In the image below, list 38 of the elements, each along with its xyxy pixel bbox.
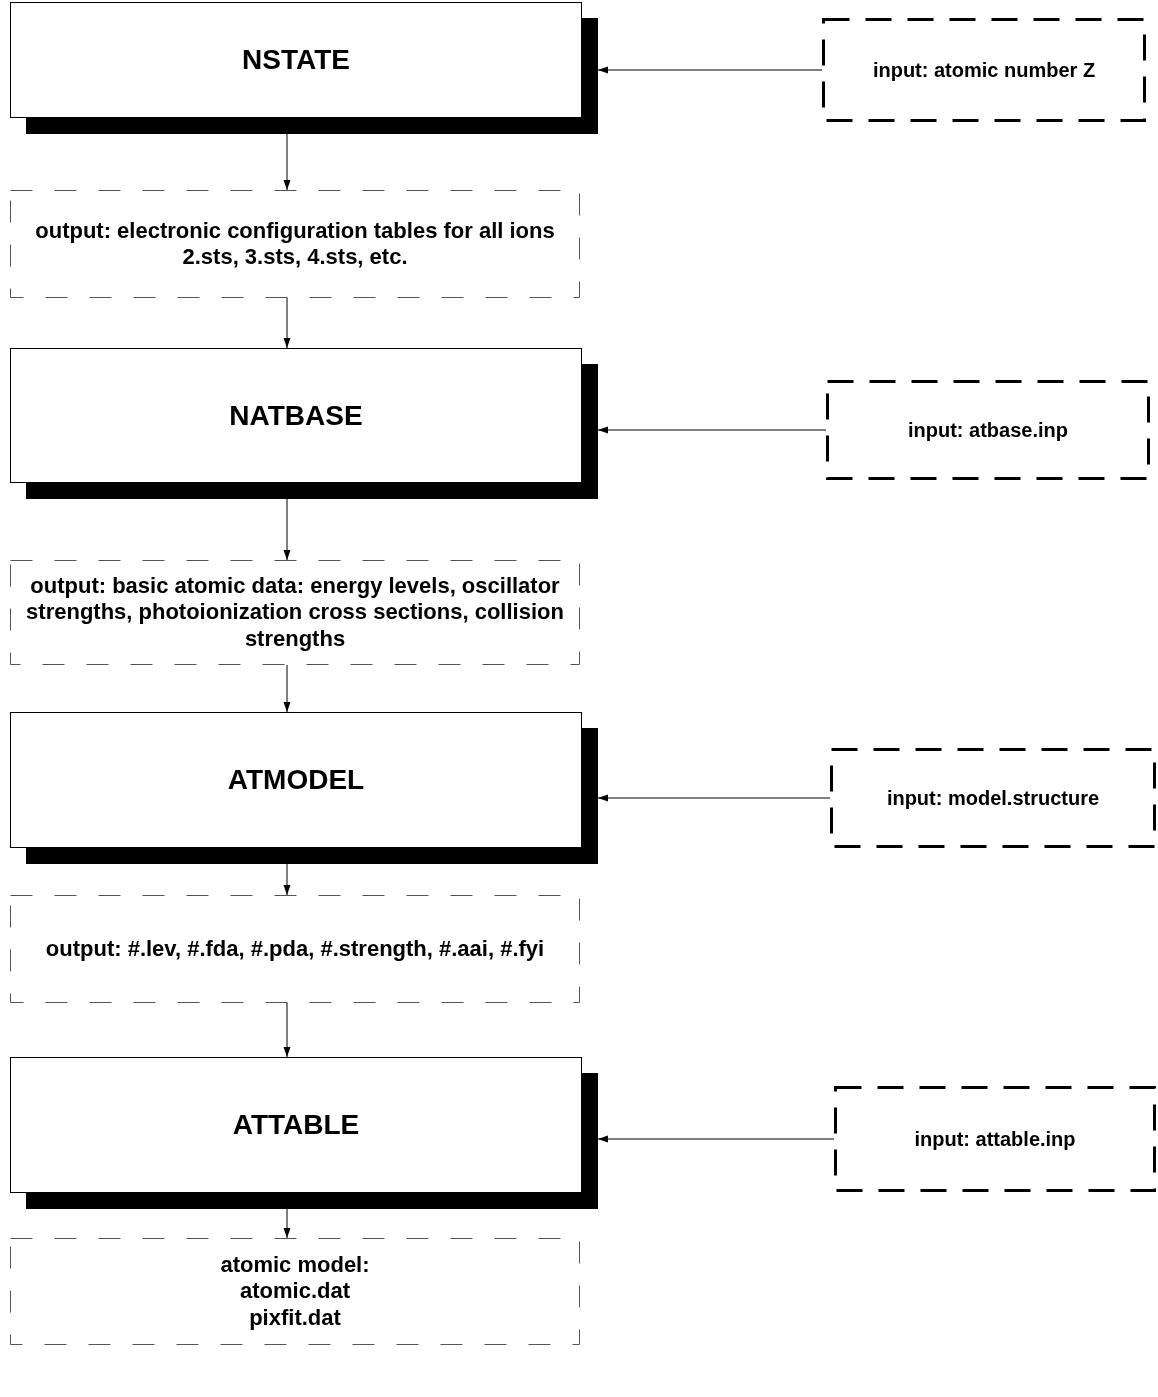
input-box	[834, 1086, 1156, 1192]
arrow	[597, 1135, 835, 1143]
arrow	[283, 1208, 291, 1239]
arrow	[597, 794, 831, 802]
file-description: input: model.structure	[886, 786, 1100, 810]
arrow	[283, 297, 291, 349]
arrow	[283, 133, 291, 191]
program-box	[10, 712, 598, 864]
file-description: atomic.dat	[240, 1278, 350, 1305]
file-description: output: electronic configuration tables for all ions	[35, 217, 555, 244]
file-description: input: attable.inp	[914, 1127, 1076, 1151]
output-box	[10, 190, 580, 298]
file-description: pixfit.dat	[249, 1304, 341, 1332]
arrow	[597, 66, 823, 74]
arrow	[283, 498, 291, 561]
program-name: ATTABLE	[232, 1108, 360, 1142]
program-name: NSTATE	[242, 43, 350, 77]
arrow	[283, 1002, 291, 1058]
program-name: NATBASE	[229, 398, 363, 433]
output-box	[10, 1238, 580, 1345]
arrow	[283, 664, 291, 713]
program-name: ATMODEL	[227, 763, 365, 797]
file-description: input: atbase.inp	[908, 418, 1068, 442]
program-box	[10, 2, 598, 134]
input-box	[822, 18, 1146, 122]
input-box	[826, 380, 1150, 480]
output-box	[10, 895, 580, 1003]
file-description: atomic model:	[220, 1251, 370, 1279]
input-box	[830, 748, 1156, 848]
arrow	[597, 426, 827, 434]
file-description: output: #.lev, #.fda, #.pda, #.strength, #.aai, #.fyi	[45, 935, 545, 963]
file-description: 2.sts, 3.sts, 4.sts, etc.	[182, 244, 408, 271]
program-box	[10, 348, 598, 499]
output-box	[10, 560, 580, 665]
file-description: input: atomic number Z	[872, 58, 1096, 82]
arrow	[283, 863, 291, 896]
program-box	[10, 1057, 598, 1209]
file-description: output: basic atomic data: energy levels, oscillator strengths, photoionization cross sections, collision strengths	[25, 572, 565, 653]
